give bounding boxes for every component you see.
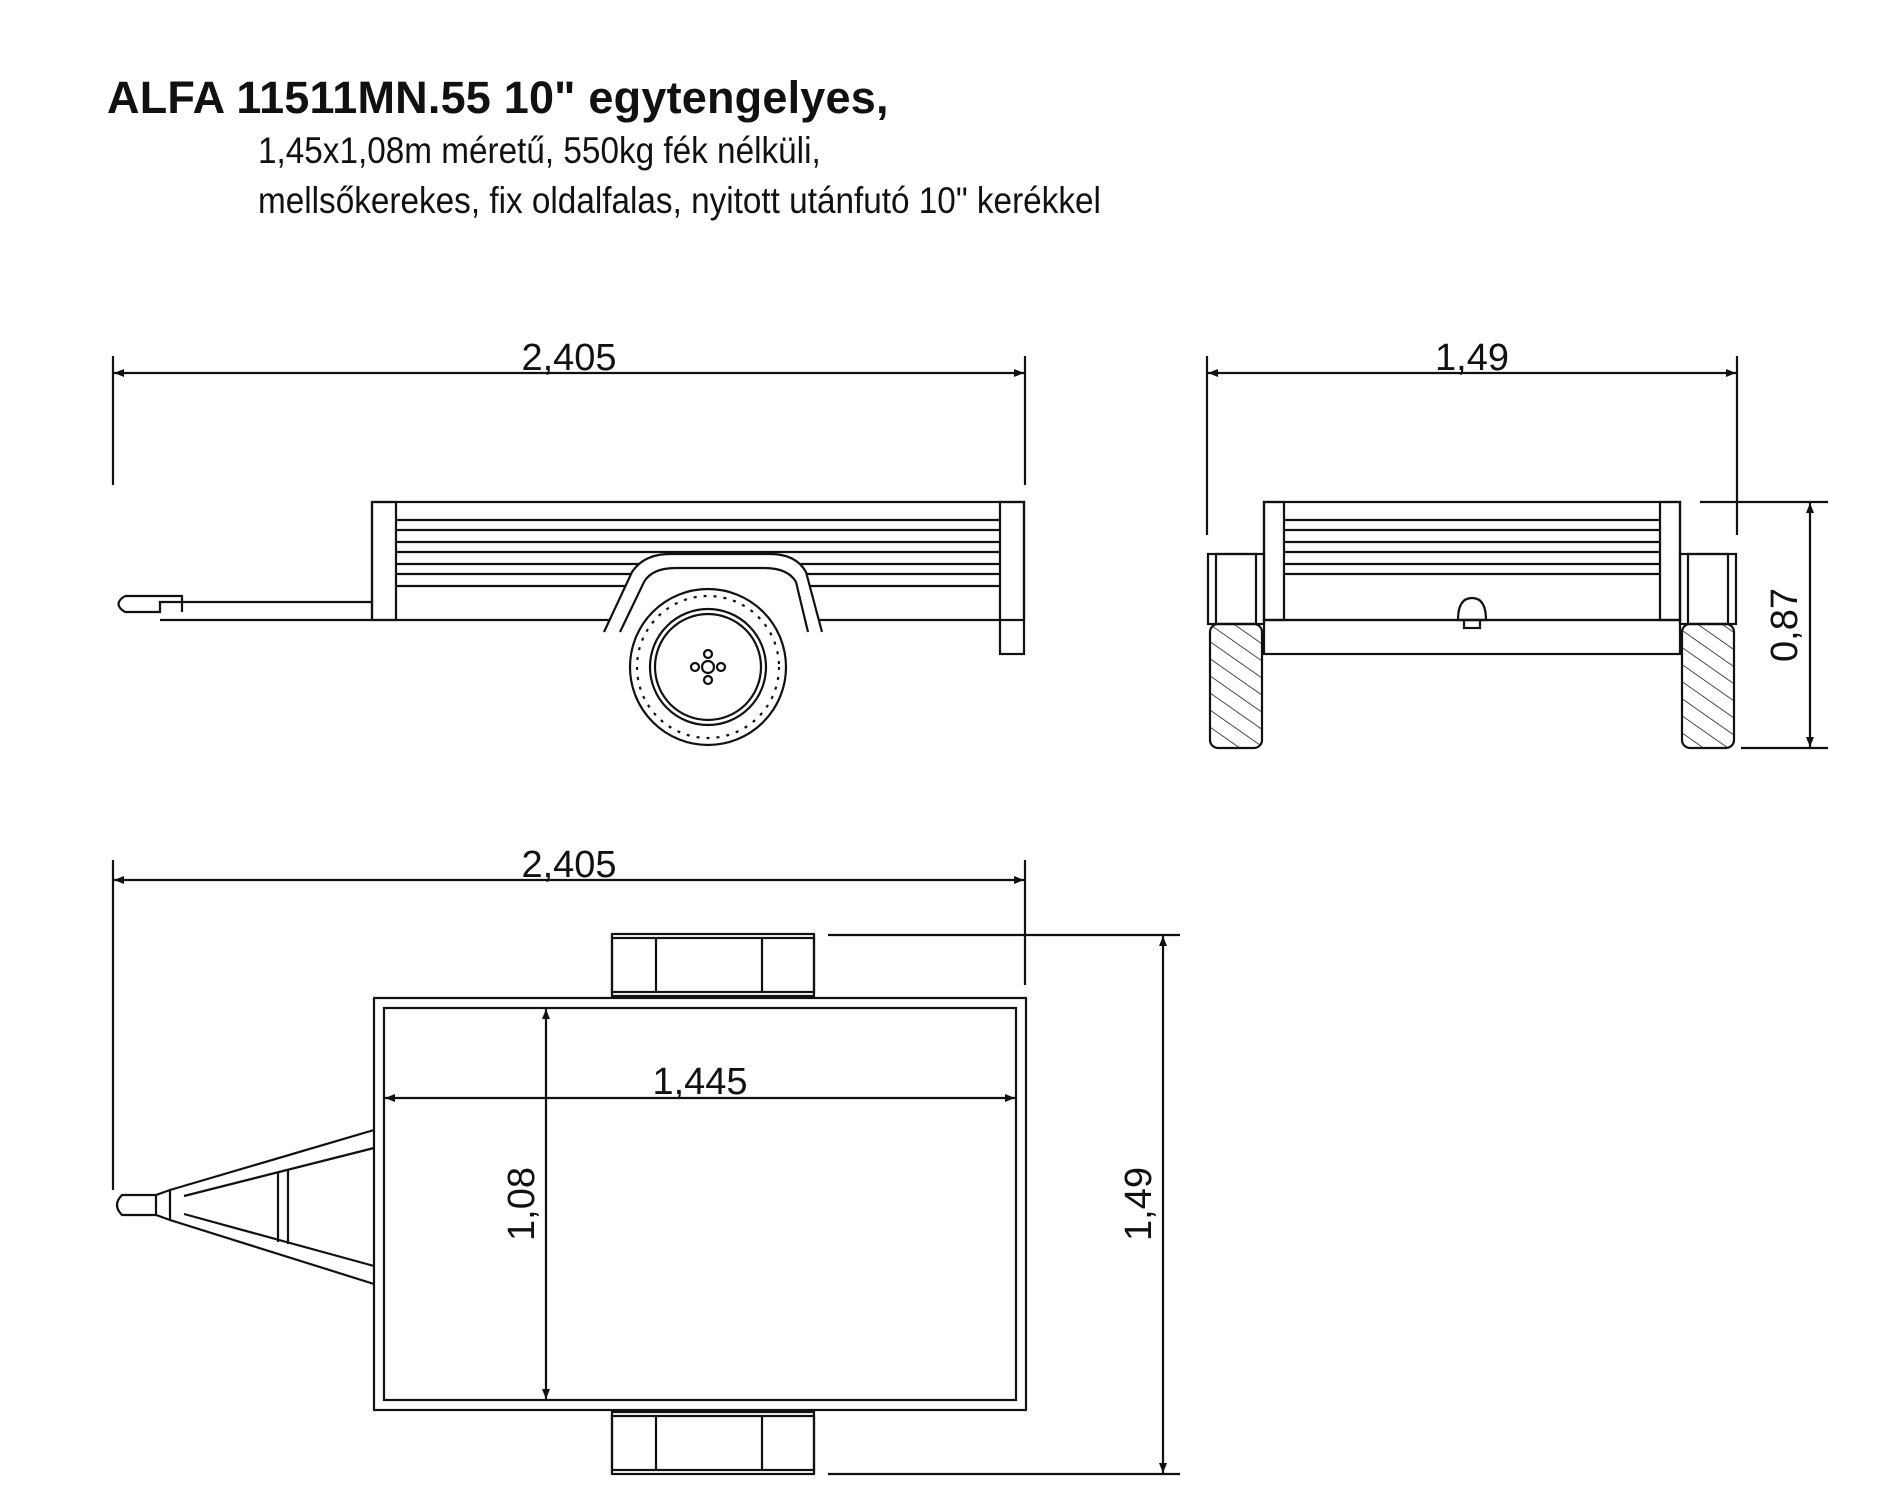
right-rear-wheel [1680,622,1736,750]
outer-width-label: 1,49 [1118,1167,1160,1241]
wheel-hub [700,659,716,675]
top-right-wheel [610,1410,816,1476]
inner-length-label: 1,445 [652,1061,747,1103]
drawing-title: ALFA 11511MN.55 10" egytengelyes, [107,72,889,123]
rear-view [1205,356,1828,750]
side-wheel-tire [628,587,788,747]
rear-post [998,500,1026,656]
rear-bumper [1262,618,1682,656]
drawbar-lower [169,1218,375,1286]
side-length-label: 2,405 [521,337,616,379]
top-body-inner [382,1006,1018,1402]
top-body-outer [372,996,1028,1412]
drawing-subtitle-line-1: 1,45x1,08m méretű, 550kg fék nélküli, [258,130,821,171]
top-left-wheel [610,932,816,998]
rear-light [1456,596,1488,622]
drawbar-upper [169,1128,375,1192]
side-view [111,356,1027,747]
top-length-label: 2,405 [521,844,616,886]
drawing-subtitle-line-2: mellsőkerekes, fix oldalfalas, nyitott u… [258,180,1101,221]
rear-height-label: 0,87 [1764,588,1806,662]
inner-width-label: 1,08 [501,1167,543,1241]
tow-coupling [115,1188,172,1222]
left-rear-wheel [1208,622,1264,750]
drawbar [117,595,372,614]
top-view [111,860,1180,1476]
rear-width-label: 1,49 [1435,337,1509,379]
